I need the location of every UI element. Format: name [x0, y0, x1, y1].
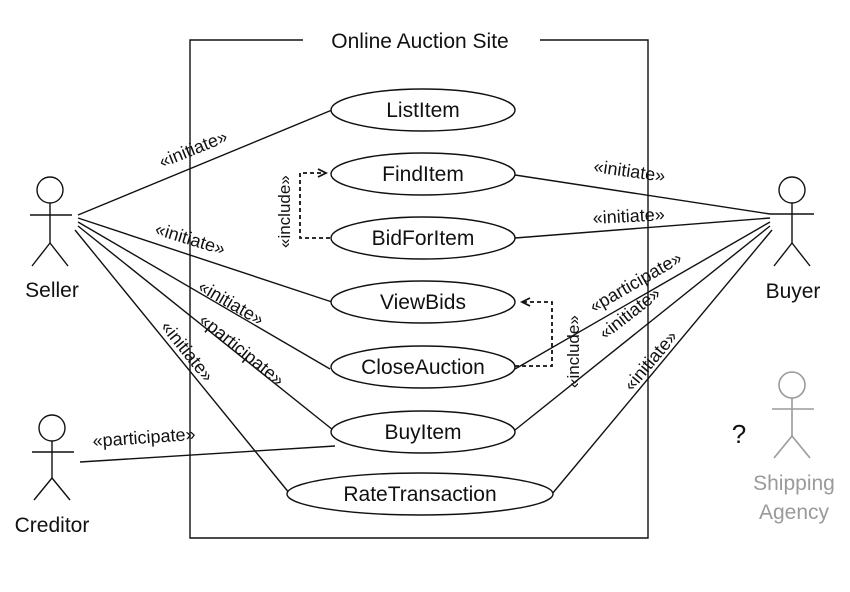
use-case-ratetransaction-label: RateTransaction [343, 483, 496, 506]
unknown-marker: ? [732, 419, 746, 449]
actor-buyer[interactable]: Buyer [766, 177, 821, 303]
label-seller-listitem-initiate: «initiate» [156, 126, 230, 172]
actor-creditor[interactable]: Creditor [15, 415, 90, 537]
stick-figure-icon [772, 372, 814, 458]
use-case-finditem[interactable]: FindItem [331, 153, 515, 195]
assoc-buyer-buyitem [515, 226, 770, 430]
actor-shipping-agency[interactable]: Shipping Agency [753, 372, 835, 524]
use-case-listitem-label: ListItem [386, 99, 460, 122]
label-include-close-view: «include» [564, 315, 583, 388]
stick-figure-icon [32, 415, 74, 500]
label-include-bid-find: «include» [275, 175, 294, 248]
use-case-buyitem-label: BuyItem [384, 421, 461, 444]
use-case-closeauction[interactable]: CloseAuction [331, 346, 515, 388]
use-case-buyitem[interactable]: BuyItem [331, 411, 515, 453]
actor-shipping-label-line2: Agency [759, 501, 830, 524]
label-buyer-ratetransaction-initiate: «initiate» [620, 327, 682, 395]
use-case-ratetransaction[interactable]: RateTransaction [287, 473, 553, 515]
include-close-to-view [515, 302, 552, 366]
label-buyer-finditem-initiate: «initiate» [592, 156, 666, 186]
use-case-bidforitem[interactable]: BidForItem [331, 217, 515, 259]
include-bid-to-find [300, 173, 330, 238]
actor-buyer-label: Buyer [766, 280, 821, 303]
stick-figure-icon [30, 177, 72, 266]
system-title: Online Auction Site [331, 30, 508, 53]
actor-shipping-label-line1: Shipping [753, 472, 835, 495]
actor-seller[interactable]: Seller [25, 177, 79, 302]
stick-figure-icon [770, 177, 814, 266]
use-case-viewbids[interactable]: ViewBids [331, 281, 515, 323]
use-case-listitem[interactable]: ListItem [331, 89, 515, 131]
actor-creditor-label: Creditor [15, 514, 90, 537]
label-buyer-bidforitem-initiate: «initiate» [592, 204, 665, 228]
use-case-bidforitem-label: BidForItem [372, 227, 475, 250]
use-case-viewbids-label: ViewBids [380, 291, 466, 314]
use-case-closeauction-label: CloseAuction [361, 356, 485, 379]
use-case-finditem-label: FindItem [382, 163, 464, 186]
label-creditor-buyitem-participate: «participate» [92, 424, 196, 451]
actor-seller-label: Seller [25, 279, 79, 302]
